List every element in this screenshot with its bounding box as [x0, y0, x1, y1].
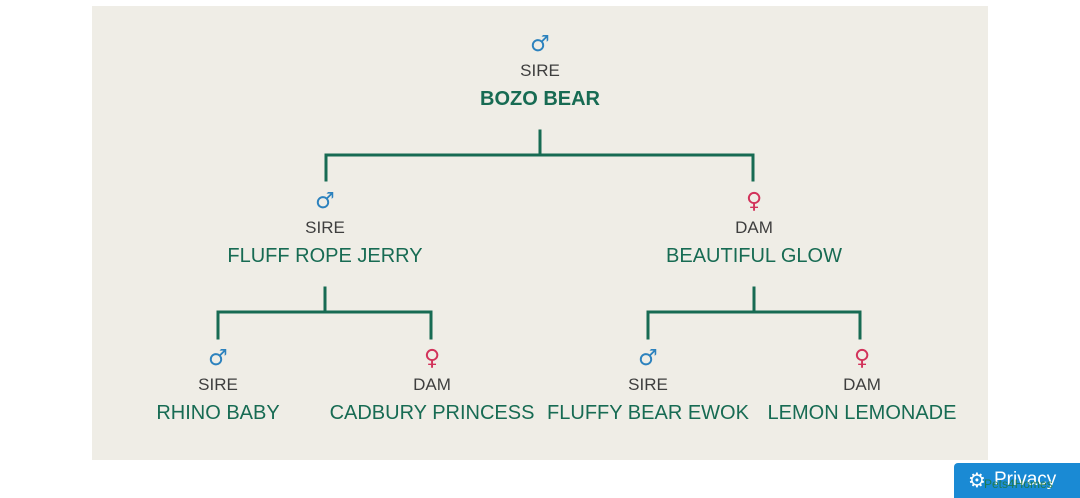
- privacy-label: Privacy: [994, 469, 1057, 490]
- female-symbol-icon: ♀: [745, 189, 763, 214]
- female-symbol-icon: ♀: [423, 346, 441, 371]
- node-name[interactable]: BOZO BEAR: [480, 88, 600, 110]
- node-name[interactable]: FLUFFY BEAR EWOK: [547, 402, 749, 424]
- male-symbol-icon: ♂: [208, 346, 228, 371]
- node-name[interactable]: CADBURY PRINCESS: [329, 402, 535, 424]
- pedigree-panel: [92, 6, 988, 460]
- female-symbol-icon: ♀: [853, 346, 871, 371]
- pets4homes-watermark: Pets4Homes: [984, 477, 1053, 491]
- node-name[interactable]: RHINO BABY: [156, 402, 280, 424]
- male-symbol-icon: ♂: [315, 189, 335, 214]
- node-role: DAM: [843, 375, 881, 394]
- node-name[interactable]: FLUFF ROPE JERRY: [227, 245, 423, 267]
- node-name[interactable]: LEMON LEMONADE: [767, 402, 957, 424]
- node-role: SIRE: [628, 375, 668, 394]
- node-sire-dam: ♀ DAM CADBURY PRINCESS: [312, 346, 552, 425]
- node-name[interactable]: BEAUTIFUL GLOW: [666, 245, 842, 267]
- node-dam-dam: ♀ DAM LEMON LEMONADE: [742, 346, 982, 425]
- node-role: DAM: [413, 375, 451, 394]
- node-role: DAM: [735, 218, 773, 237]
- male-symbol-icon: ♂: [638, 346, 658, 371]
- node-dam-sire: ♂ SIRE FLUFFY BEAR EWOK: [528, 346, 768, 425]
- node-dam: ♀ DAM BEAUTIFUL GLOW: [634, 189, 874, 268]
- node-root: ♂ SIRE BOZO BEAR: [420, 32, 660, 111]
- gear-icon: ⚙: [968, 468, 986, 492]
- node-role: SIRE: [520, 61, 560, 80]
- node-sire: ♂ SIRE FLUFF ROPE JERRY: [205, 189, 445, 268]
- node-role: SIRE: [305, 218, 345, 237]
- node-role: SIRE: [198, 375, 238, 394]
- male-symbol-icon: ♂: [530, 32, 550, 57]
- privacy-button[interactable]: ⚙ Privacy Pets4Homes: [954, 463, 1080, 498]
- node-sire-sire: ♂ SIRE RHINO BABY: [98, 346, 338, 425]
